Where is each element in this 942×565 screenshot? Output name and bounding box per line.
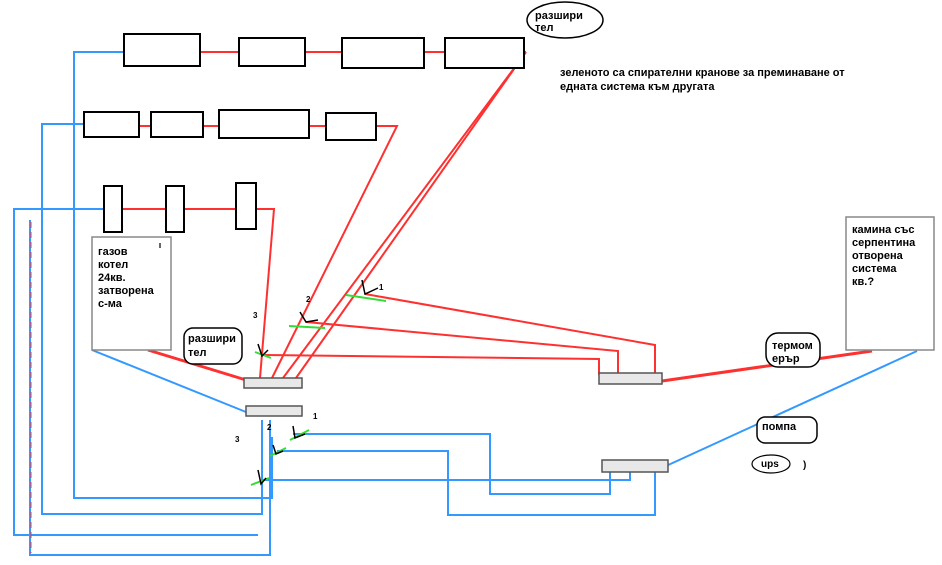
svg-text:разшири тел: разшири тел [535,10,586,34]
valve-lower-3[interactable] [250,469,270,486]
fireplace-label-1: камина със [852,224,914,236]
return-pipe-lower-row [13,208,258,536]
valve-upper-3[interactable] [254,343,272,359]
ups-shape [751,454,791,474]
expansion-middle-label-1: разшири [188,333,236,345]
note-line-2: едната система към другата [560,81,715,93]
radiator-mid-1[interactable] [83,111,140,138]
expansion-tank-top-shape [526,1,604,39]
ups-paren: ) [803,460,806,471]
valve-note: зеленото са спирателни кранове за премин… [560,67,845,93]
ups[interactable]: ups ) [751,454,806,474]
gas-boiler-body [91,236,172,351]
return-pipe-branch-2 [277,450,656,516]
pump-label: помпа [762,421,797,433]
valve-number-upper-3: 3 [253,311,258,320]
boiler-label-3: 24кв. [98,272,126,284]
radiator-top-2[interactable] [238,37,306,67]
valve-lower-1[interactable] [289,425,310,441]
valve-lower-2[interactable] [269,444,287,457]
valve-number-upper-2: 2 [306,295,311,304]
supply-pipe-branch-2 [305,321,619,375]
supply-pipe-branch-1 [364,293,656,375]
fireplace-label-3: отворена [852,250,904,262]
fireplace-label-4: система [852,263,897,275]
return-pipe-branch-1 [293,433,611,495]
expansion-tank-middle[interactable]: разшири тел [183,327,243,365]
radiator-mid-4[interactable] [325,112,377,141]
radiator-mid-3[interactable] [218,109,310,139]
radiator-top-1[interactable] [123,33,201,67]
supply-pipe-middle-row [140,125,399,379]
return-pipe-branch-3 [263,472,631,481]
valve-upper-1[interactable] [345,279,387,302]
boiler-label-2: котел [98,259,128,271]
radiator-mid-2[interactable] [150,111,204,138]
return-pipe-boiler [91,349,247,413]
svg-text:газов котел 24кв.: газов котел 24кв. затворена с-ма [98,246,157,310]
supply-pipe-to-expansion-top [282,54,525,379]
expansion-tank-middle-shape [183,327,243,365]
boiler-indicator [159,243,161,248]
expansion-middle-label-2: тел [188,347,207,359]
return-pipe-outer [29,220,271,556]
supply-pipe-fireplace [661,349,873,383]
fireplace[interactable]: камина със серпентина отворена система к… [845,216,935,351]
return-pipe-fireplace [665,350,918,467]
radiator-top-4[interactable] [444,37,525,69]
radiator-top-3[interactable] [341,37,425,69]
valve-upper-2[interactable] [288,311,326,329]
return-pipes [13,51,918,556]
gas-boiler[interactable]: газов котел 24кв. затворена с-ма [91,236,172,351]
svg-text:камина със серпентина: камина със серпентина отворена система к… [852,224,918,288]
expansion-top-label-1: разшири [535,10,583,22]
supply-pipe-boiler [147,348,247,382]
valve-numbers: 1 2 3 1 2 3 [235,283,384,444]
fireplace-body [845,216,935,351]
radiator-low-1[interactable] [103,185,123,233]
valve-number-upper-1: 1 [379,283,384,292]
thermomixer-label-2: ерър [772,353,800,365]
manifold-supply[interactable] [243,377,303,389]
expansion-tank-top[interactable]: разшири тел [526,1,604,39]
fireplace-label-2: серпентина [852,237,916,249]
radiator-low-3[interactable] [235,182,257,230]
thermomixer-shape [765,332,821,368]
valves [250,279,387,486]
return-pipe-top-row [73,51,273,499]
boiler-label-4: затворена [98,285,155,297]
radiators [83,33,525,233]
manifold-return[interactable] [245,405,303,417]
radiator-low-2[interactable] [165,185,185,233]
manifold-thermomixer[interactable] [598,372,663,385]
pump-shape [756,416,818,444]
ups-label: ups [761,459,779,470]
supply-pipe-branch-3 [264,354,600,375]
valve-number-lower-3: 3 [235,435,240,444]
expansion-top-label-2: тел [535,22,554,34]
thermomixer[interactable]: термом ерър [765,332,821,368]
supply-pipe-top-2 [295,51,527,379]
boiler-label-1: газов [98,246,128,258]
manifolds [243,372,669,473]
svg-text:разшири тел: разшири тел [188,333,239,359]
pump[interactable]: помпа [756,416,818,444]
thermomixer-label-1: термом [772,340,813,352]
valve-number-lower-1: 1 [313,412,318,421]
valve-number-lower-2: 2 [267,423,272,432]
svg-text:термом ерър: термом ерър [772,340,816,365]
note-line-1: зеленото са спирателни кранове за премин… [560,67,845,79]
fireplace-label-5: кв.? [852,276,874,288]
manifold-pump[interactable] [601,459,669,473]
boiler-label-5: с-ма [98,298,123,310]
